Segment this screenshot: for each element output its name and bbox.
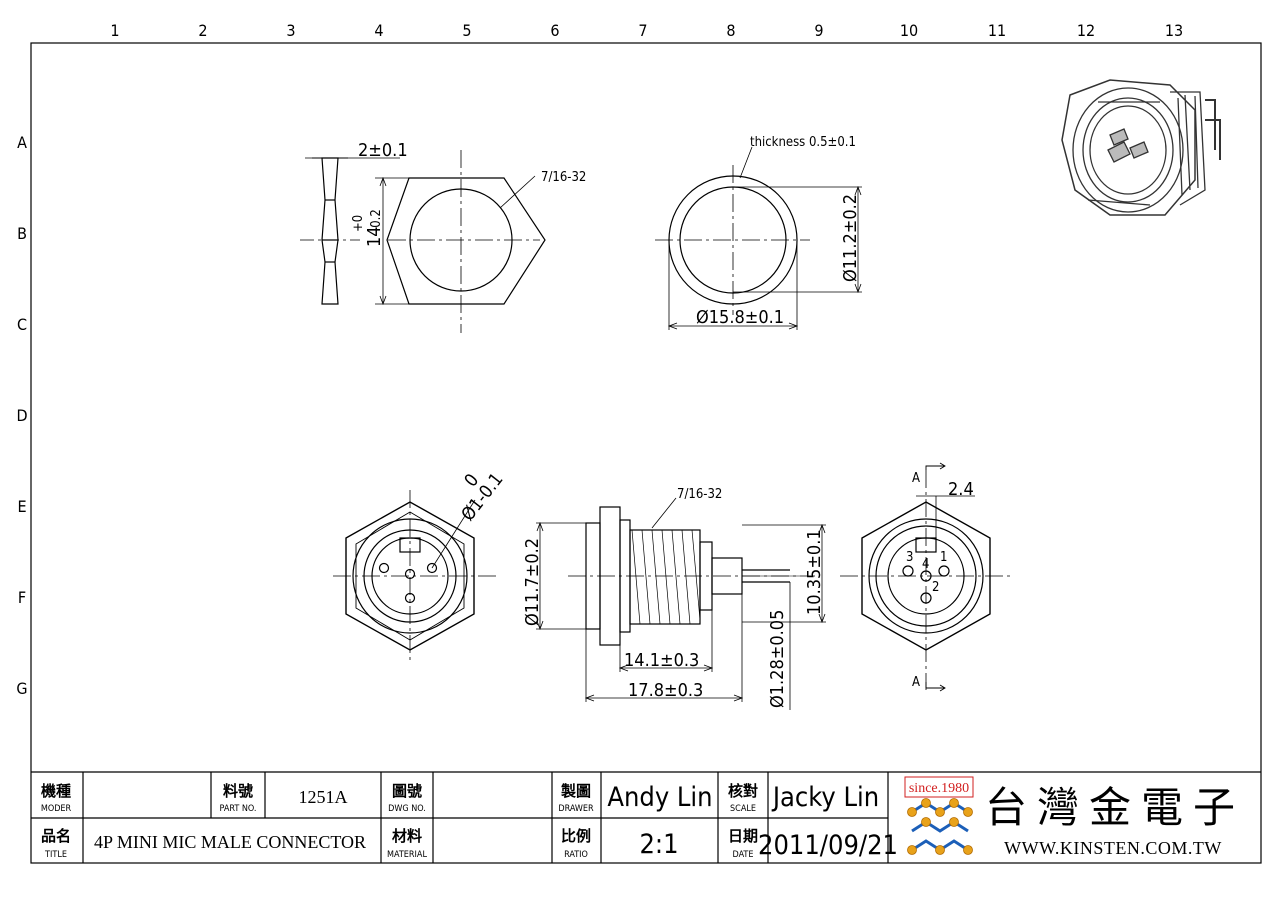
pin-4-label: 4 [922,557,929,572]
grid-col-10: 10 [900,21,918,40]
connector-3d-render [1061,79,1221,216]
title-block [31,771,1261,863]
nut-flats-value: 14 [364,226,385,247]
ratio-value: 2:1 [639,829,678,860]
pin-3-label: 3 [906,550,913,565]
grid-col-7: 7 [638,21,647,40]
rear-section-label-top: A [912,471,920,486]
grid-row-b: B [17,224,27,243]
grid-col-9: 9 [814,21,823,40]
since-box [904,776,974,798]
drawer-value: Andy Lin [607,782,712,813]
grid-col-8: 8 [726,21,735,40]
grid-columns: 1 2 3 4 5 6 7 8 9 10 11 12 13 [110,21,1183,40]
ratio-label-en: RATIO [564,850,588,860]
grid-col-11: 11 [988,21,1006,40]
date-label-cn: 日期 [728,827,758,845]
nut-front-view [375,150,546,333]
grid-row-g: G [16,679,27,698]
part-label-en: PART NO. [220,804,257,814]
drawer-label-cn: 製圖 [560,782,591,800]
grid-col-3: 3 [286,21,295,40]
company-name-cn: 台灣金電子 [985,783,1245,832]
grid-col-6: 6 [550,21,559,40]
side-pin-dia-label: Ø1.28±0.05 [767,610,788,708]
rear-section-label-bottom: A [912,675,920,690]
since-label: since.1980 [909,781,969,796]
washer-id-label: Ø11.2±0.2 [840,194,861,282]
logo-bullet-icons [907,798,973,855]
title-block-values: 1251A Andy Lin Jacky Lin 4P MINI MIC MAL… [94,782,898,861]
company-website: WWW.KINSTEN.COM.TW [1004,838,1222,858]
grid-row-d: D [16,406,27,425]
grid-row-a: A [17,133,27,152]
ratio-label-cn: 比例 [561,827,591,845]
washer-od-label: Ø15.8±0.1 [696,307,784,328]
rear-pin-numbers: 1 2 3 4 [906,550,947,595]
connector-side-view [536,497,826,710]
grid-row-c: C [17,315,27,334]
pin-2-label: 2 [932,580,939,595]
material-label-cn: 材料 [392,827,422,845]
side-pin-span-label: 10.35±0.1 [804,529,825,615]
model-label-cn: 機種 [41,782,71,800]
date-label-en: DATE [733,850,754,860]
grid-col-13: 13 [1165,21,1183,40]
dwg-label-cn: 圖號 [392,782,422,800]
nut-flats-label: 14 +0 -0.2 [351,209,385,247]
nut-flats-tol-upper: +0 [351,215,366,232]
nut-side-view [300,157,400,305]
connector-front-view [333,490,498,662]
side-diameter-label: Ø11.7±0.2 [522,538,543,626]
nut-thickness-label: 2±0.1 [358,140,408,161]
washer-thickness-label: thickness 0.5±0.1 [750,135,856,150]
title-label-cn: 品名 [41,827,71,845]
title-block-labels: 機種 MODER 料號 PART NO. 圖號 DWG NO. 製圖 DRAWE… [41,782,758,860]
company-logo: since.1980 台灣金電子 WWW.KINSTEN.COM.TW [904,776,1245,858]
product-title-value: 4P MINI MIC MALE CONNECTOR [94,832,366,852]
nut-flats-tol-lower: -0.2 [369,209,384,232]
side-len-thread-label: 14.1±0.3 [624,650,699,671]
drawer-label-en: DRAWER [558,804,594,814]
part-label-cn: 料號 [223,782,253,800]
connector-rear-view [840,462,1012,692]
grid-row-e: E [17,497,26,516]
grid-row-f: F [18,588,26,607]
grid-rows: A B C D E F G [16,133,27,698]
checker-value: Jacky Lin [771,782,879,813]
part-number-value: 1251A [299,787,348,807]
side-thread-label: 7/16-32 [677,487,722,502]
drawing-frame [30,42,1262,864]
grid-col-2: 2 [198,21,207,40]
grid-col-4: 4 [374,21,383,40]
material-label-en: MATERIAL [387,850,427,860]
nut-thread-label: 7/16-32 [541,170,586,185]
scale-label-en: SCALE [730,804,756,814]
dwg-label-en: DWG NO. [388,804,426,814]
title-label-en: TITLE [44,850,67,860]
rear-key-width-label: 2.4 [948,479,974,500]
pin-1-label: 1 [940,550,947,565]
grid-col-1: 1 [110,21,119,40]
washer-view [655,146,862,330]
date-value: 2011/09/21 [758,830,898,861]
front-hole-label: Ø1-0.1 0 [457,469,507,525]
model-label-en: MODER [41,804,72,814]
grid-col-5: 5 [462,21,471,40]
scale-label-cn: 核對 [728,782,758,800]
grid-col-12: 12 [1077,21,1095,40]
side-len-total-label: 17.8±0.3 [628,680,703,701]
